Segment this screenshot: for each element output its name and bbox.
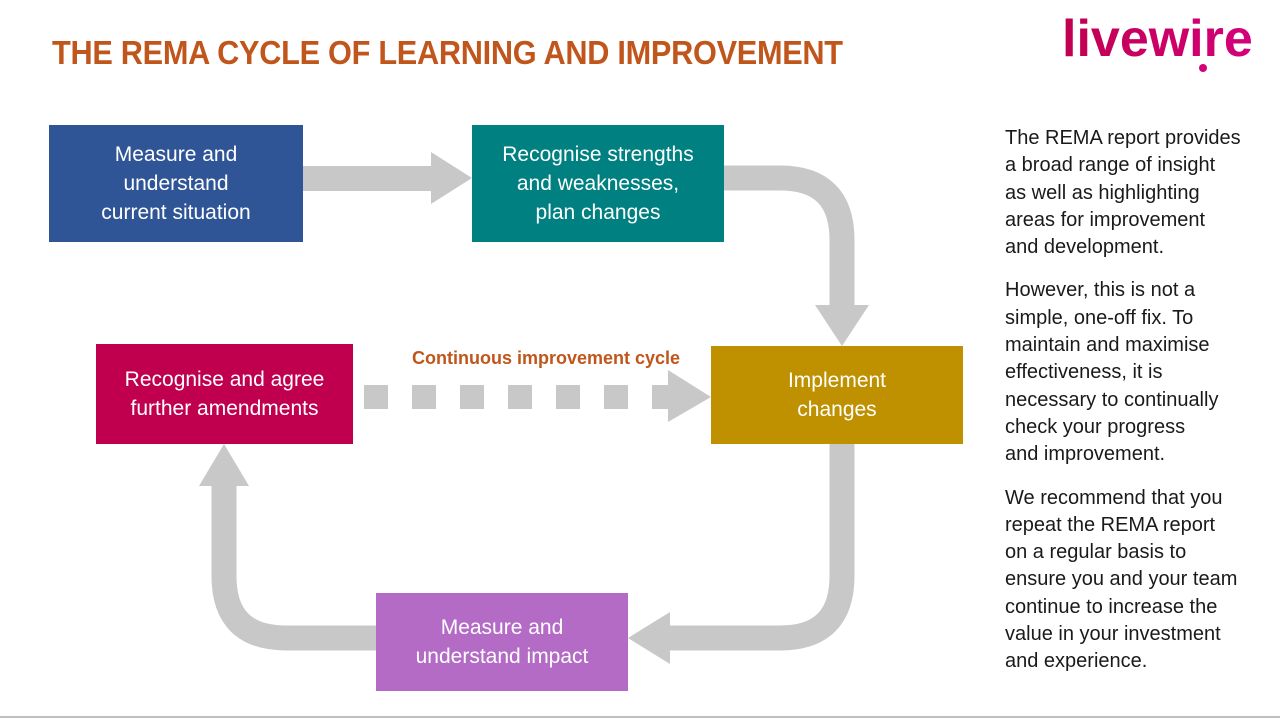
- arrow-implement-to-impact: [628, 444, 855, 664]
- step-recognise-strengths: Recognise strengths and weaknesses, plan…: [472, 125, 724, 242]
- step-measure-current-situation: Measure and understand current situation: [49, 125, 303, 242]
- dashed-cycle-arrow: [364, 370, 711, 422]
- sidebar-paragraph: The REMA report provides a broad range o…: [1005, 127, 1241, 259]
- livewire-logo: livewire: [1060, 6, 1260, 76]
- step-agree-amendments: Recognise and agree further amendments: [96, 344, 353, 444]
- sidebar-paragraph: We recommend that you repeat the REMA re…: [1005, 486, 1238, 673]
- slide-title: THE REMA CYCLE OF LEARNING AND IMPROVEME…: [52, 34, 843, 71]
- footer-divider: [0, 716, 1280, 718]
- livewire-logo-mark: livewire: [1062, 10, 1253, 72]
- svg-text:livewire: livewire: [1062, 10, 1253, 68]
- arrow-impact-to-amend: [199, 444, 376, 651]
- arrow-recognise-to-implement: [724, 165, 869, 346]
- sidebar-paragraph: However, this is not a simple, one-off f…: [1005, 279, 1219, 466]
- step-implement-changes: Implement changes: [711, 346, 963, 444]
- continuous-cycle-label: Continuous improvement cycle: [412, 348, 681, 368]
- step-measure-impact: Measure and understand impact: [376, 593, 628, 691]
- sidebar-text: The REMA report provides a broad range o…: [1005, 125, 1267, 692]
- arrow-measure-to-recognise: [303, 152, 472, 204]
